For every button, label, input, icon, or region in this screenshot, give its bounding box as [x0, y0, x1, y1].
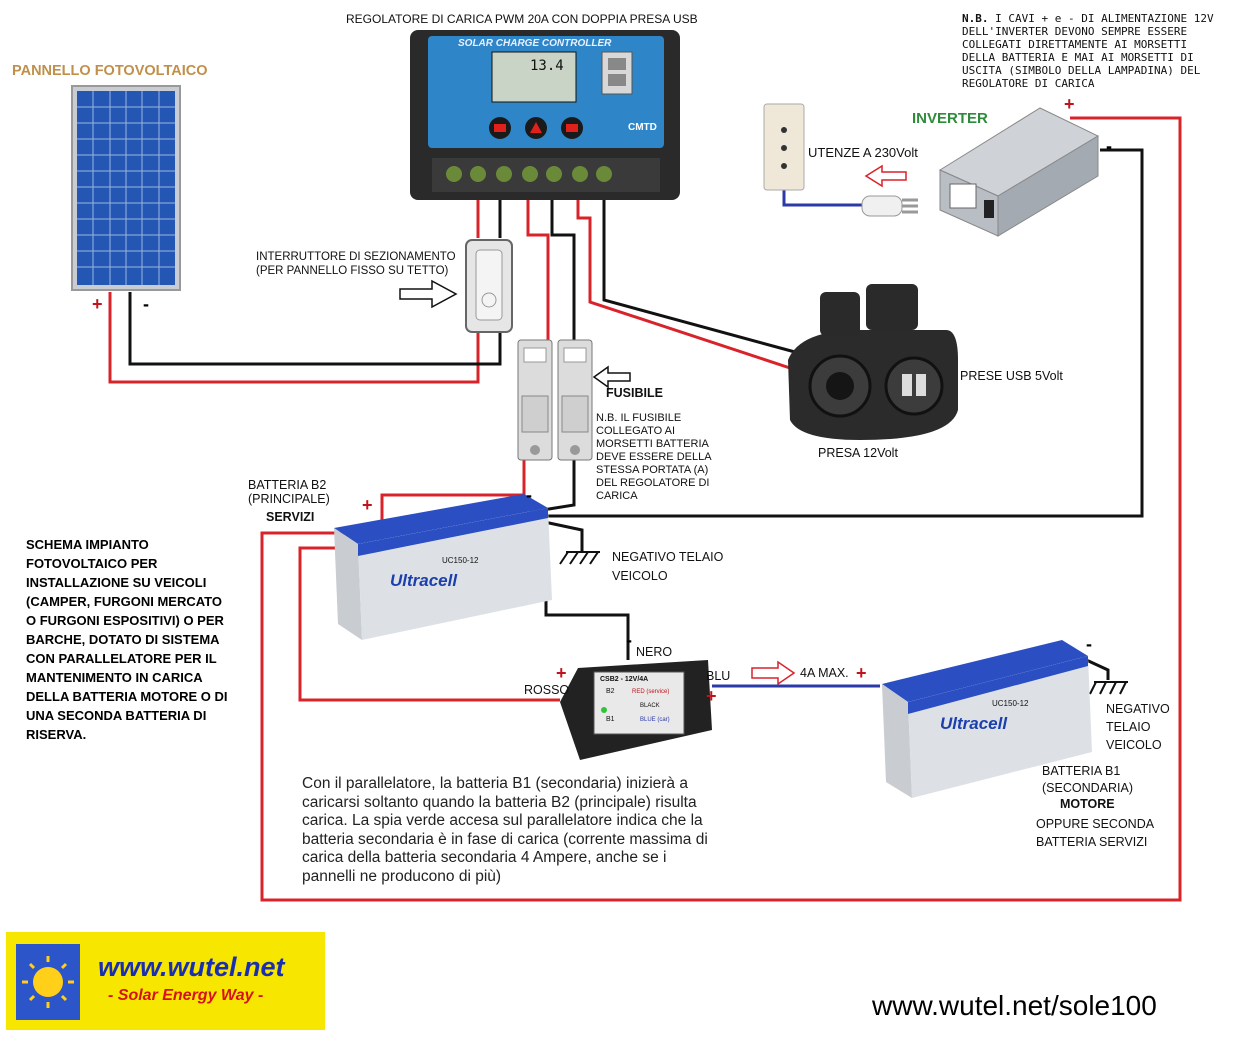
wire-b2-ground — [534, 518, 584, 552]
paralleler-red-label: ROSSO — [524, 683, 570, 697]
paralleler-out-plus-sign: + — [706, 686, 717, 706]
wires — [108, 116, 1182, 902]
usb-sockets-label: PRESE USB 5Volt — [960, 369, 1063, 383]
wire-inverter-positive — [260, 116, 1182, 902]
battery-b1-model: UC150-12 — [992, 699, 1029, 708]
inverter-label: INVERTER — [912, 110, 988, 127]
wall-socket — [763, 103, 805, 191]
battery-b1-label: BATTERIA B1 (SECONDARIA) — [1042, 764, 1133, 795]
paralleler-b1-mark: B1 — [606, 716, 615, 723]
footer-url: www.wutel.net/sole100 — [872, 990, 1157, 1021]
inverter — [938, 107, 1100, 237]
wire-plug-blue — [782, 190, 862, 207]
b1-minus-sign: - — [1086, 634, 1092, 654]
paralleler-b2-mark: B2 — [606, 688, 615, 695]
battery-b1-alt: OPPURE SECONDA BATTERIA SERVIZI — [1036, 817, 1155, 849]
ground-symbol-1 — [559, 551, 600, 565]
battery-b2-model: UC150-12 — [442, 556, 479, 565]
paralleler-note: Con il parallelatore, la batteria B1 (se… — [302, 775, 708, 885]
inverter-note-text: I CAVI + e - DI ALIMENTAZIONE 12V DELL'I… — [962, 12, 1214, 90]
panel-plus-sign: + — [92, 294, 103, 314]
utenze-label: UTENZE A 230Volt — [808, 145, 918, 160]
wire-panel-negative — [128, 292, 502, 366]
battery-b1 — [882, 640, 1092, 798]
disconnect-switch — [465, 239, 513, 333]
battery-b2-label: BATTERIA B2 (PRINCIPALE) — [248, 478, 330, 506]
panel-label: PANNELLO FOTOVOLTAICO — [12, 63, 208, 79]
b2-plus-sign: + — [362, 495, 373, 515]
paralleler — [560, 660, 712, 760]
solar-panel — [71, 85, 181, 291]
switch-label: INTERRUTTORE DI SEZIONAMENTO (PER PANNEL… — [256, 251, 456, 277]
fuse-pointer-arrow — [592, 365, 631, 389]
logo-tagline: - Solar Energy Way - — [108, 987, 264, 1004]
wire-b1-ground — [1081, 656, 1110, 680]
wire-load-black — [602, 198, 796, 354]
ground-label-2: NEGATIVO TELAIO VEICOLO — [1106, 702, 1170, 752]
current-limit-arrow — [751, 660, 796, 686]
controller-display-value: 13.4 — [530, 58, 564, 74]
wire-controller-fuse-red — [526, 198, 550, 340]
regolatore-title: REGOLATORE DI CARICA PWM 20A CON DOPPIA … — [346, 12, 698, 26]
charge-controller — [410, 30, 680, 200]
ground-symbol-2 — [1089, 681, 1128, 695]
inverter-minus-sign: - — [1106, 136, 1112, 156]
panel-minus-sign: - — [143, 294, 149, 314]
fuse-label: FUSIBILE — [606, 386, 663, 400]
wire-panel-positive — [108, 292, 480, 384]
paralleler-black-label: NERO — [636, 645, 673, 659]
battery-b1-brand: Ultracell — [940, 714, 1008, 733]
socket-unit — [788, 284, 958, 440]
controller-brand: CMTD — [628, 122, 657, 133]
plug-pointer-arrow — [864, 164, 907, 188]
switch-pointer-arrow — [399, 279, 458, 309]
fuse-holders — [517, 339, 593, 461]
wutel-sun-icon — [16, 944, 80, 1020]
wire-controller-fuse-black — [550, 198, 576, 340]
paralleler-black-terminal: BLACK — [640, 703, 660, 709]
b1-plus-sign: + — [856, 663, 867, 683]
paralleler-plus-sign: + — [556, 663, 567, 683]
ground-label-1: NEGATIVO TELAIO VEICOLO — [612, 550, 724, 583]
controller-face-label: SOLAR CHARGE CONTROLLER — [458, 38, 612, 49]
current-limit-label: 4A MAX. — [800, 666, 849, 680]
paralleler-model: CSB2 - 12V/4A — [600, 676, 649, 683]
plug — [861, 195, 918, 217]
paralleler-blue-terminal: BLUE (car) — [640, 717, 670, 723]
battery-b1-role: MOTORE — [1060, 797, 1115, 811]
fuse-note: N.B. IL FUSIBILE COLLEGATO AI MORSETTI B… — [596, 412, 712, 502]
paralleler-red-terminal: RED (service) — [632, 689, 670, 695]
battery-b2-brand: Ultracell — [390, 571, 458, 590]
paralleler-blue-label: BLU — [706, 669, 731, 683]
logo-url: www.wutel.net — [98, 952, 285, 982]
wire-inverter-negative — [530, 148, 1144, 518]
inverter-plus-sign: + — [1064, 94, 1075, 114]
battery-b2 — [334, 494, 552, 640]
paralleler-minus-sign: - — [626, 630, 632, 650]
b2-minus-sign: - — [526, 485, 532, 505]
inverter-note: N.B. I CAVI + e - DI ALIMENTAZIONE 12V D… — [962, 12, 1232, 90]
battery-b2-role: SERVIZI — [266, 510, 315, 524]
inverter-note-bold: N.B. — [962, 12, 989, 25]
schema-description: SCHEMA IMPIANTO FOTOVOLTAICO PER INSTALL… — [26, 537, 228, 742]
socket-12v-label: PRESA 12Volt — [818, 446, 898, 460]
wire-load-red — [576, 198, 791, 370]
